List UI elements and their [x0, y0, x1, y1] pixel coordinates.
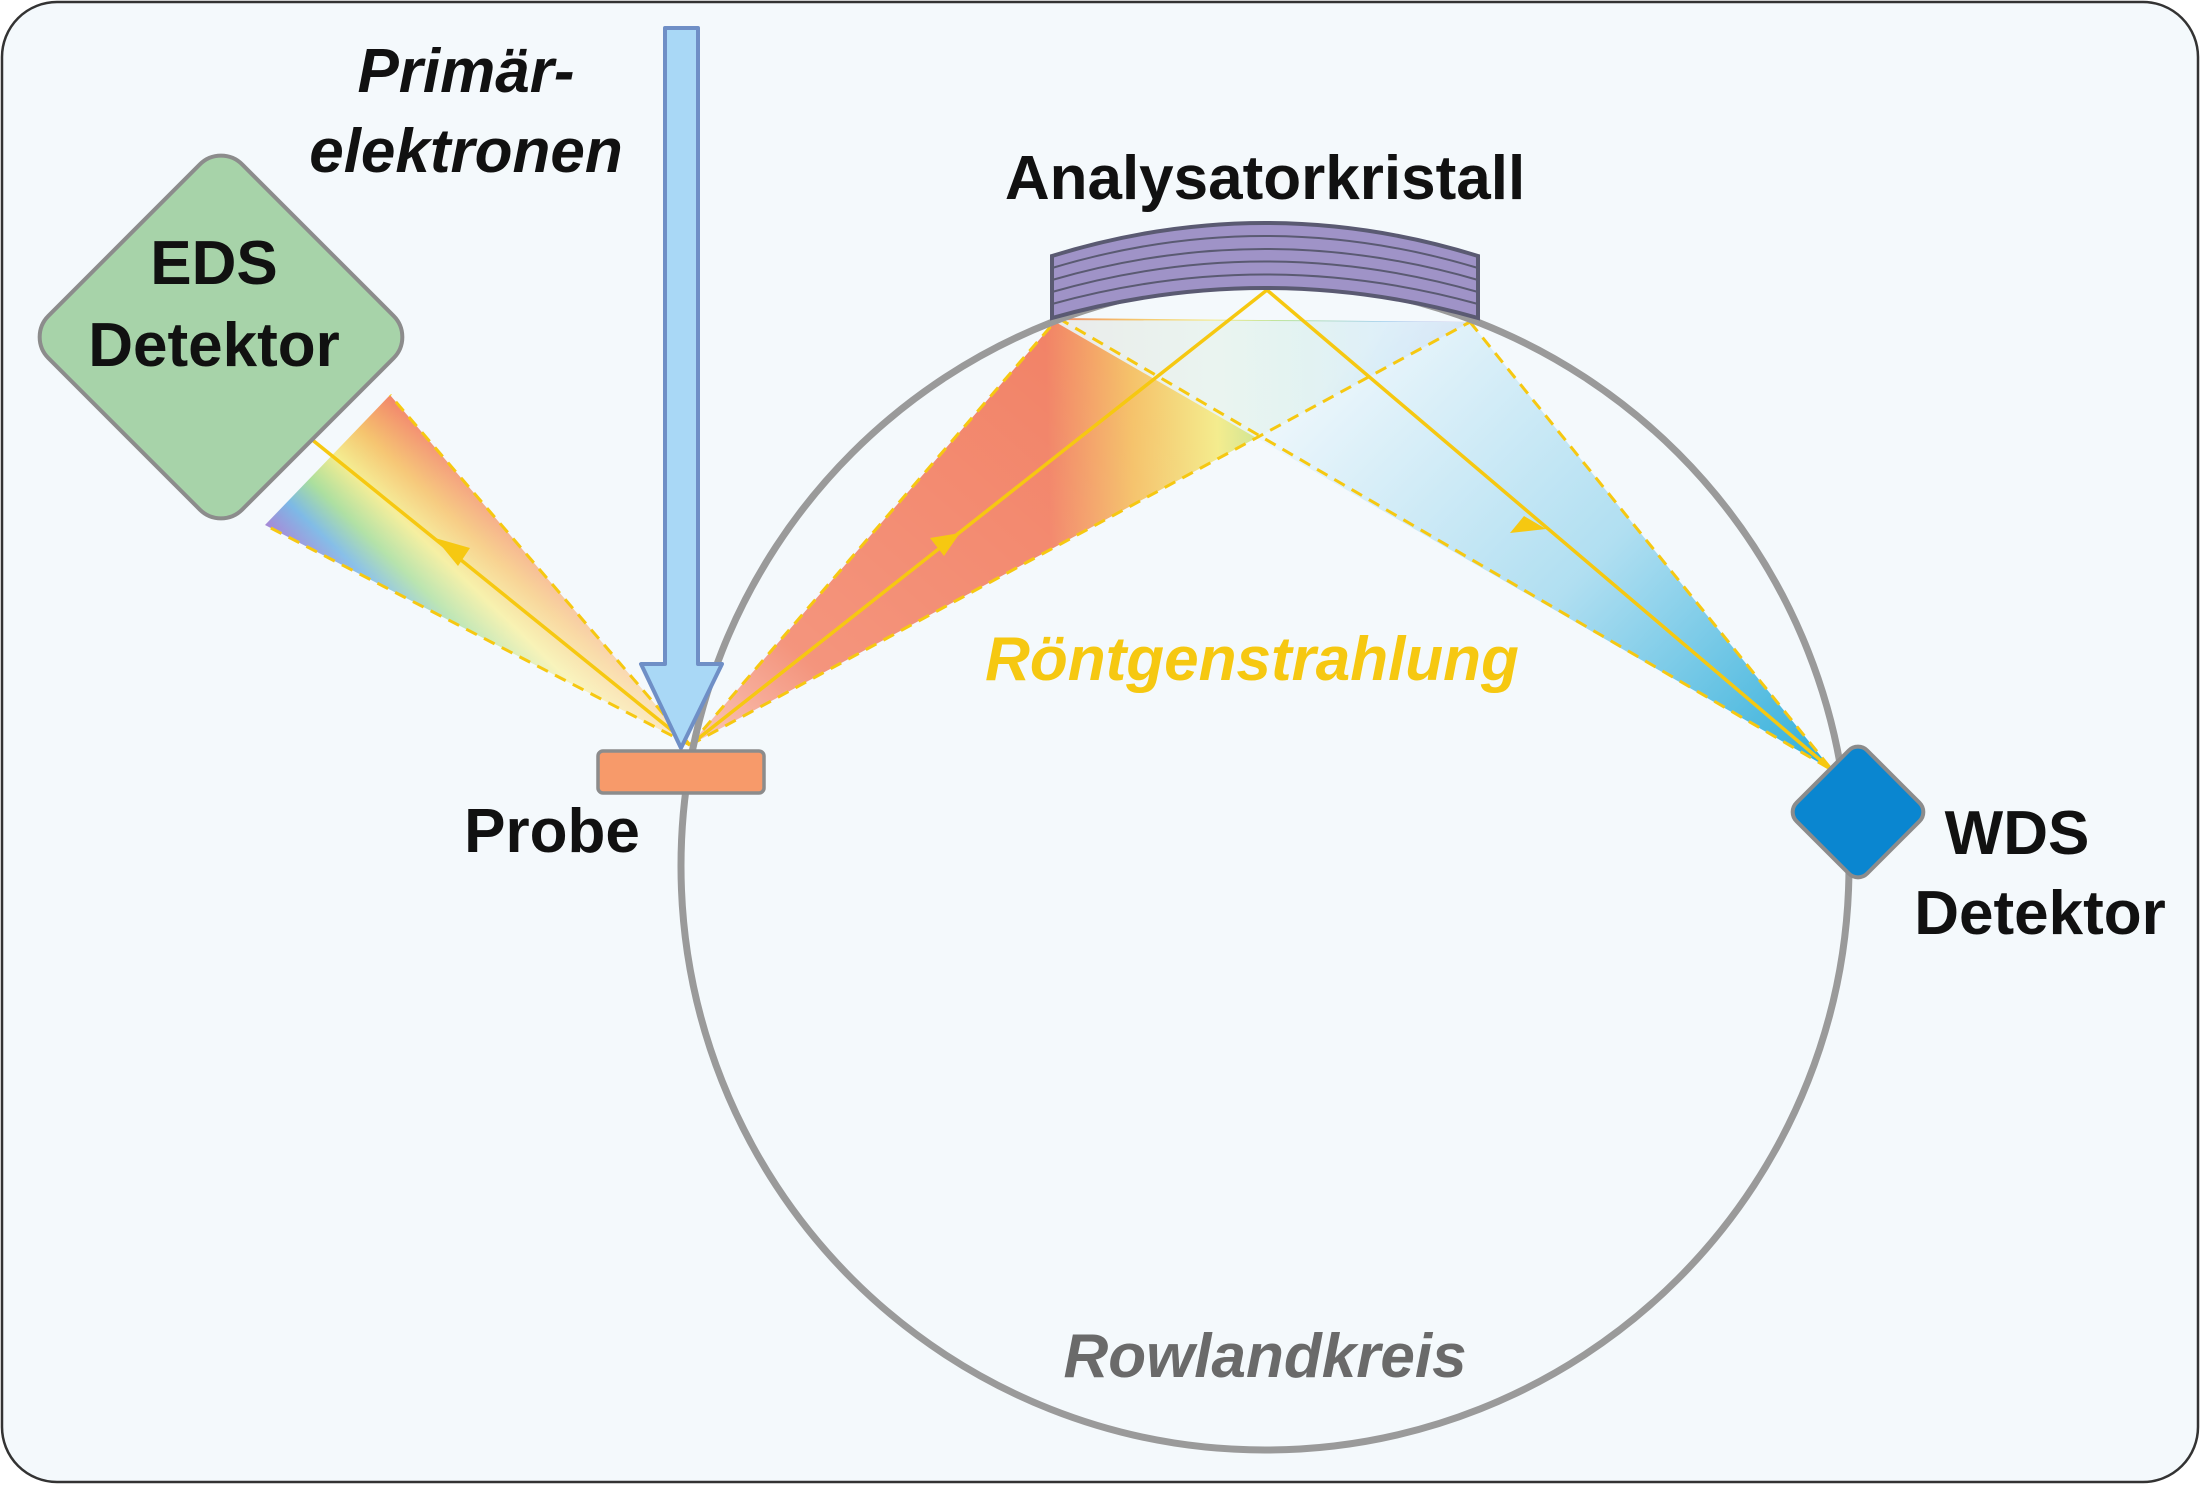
crystal-central-ray-out: [1265, 288, 1834, 772]
eds-label-line1: EDS: [150, 229, 277, 298]
eds-label-line2: Detektor: [88, 311, 340, 380]
crystal-cone-edge-left: [688, 317, 1060, 746]
xray-label: Röntgenstrahlung: [985, 625, 1519, 694]
rowland-circle-label: Rowlandkreis: [1063, 1322, 1466, 1391]
wds-cone-edge-left: [1057, 316, 1833, 772]
sample-label: Probe: [464, 797, 640, 866]
primary-electron-beam-icon: [639, 26, 724, 750]
wds-ray-arrow-icon: [1510, 516, 1546, 533]
primary-electrons-label-line2: elektronen: [309, 117, 623, 186]
wds-detector-icon: [1790, 744, 1926, 880]
primary-electrons-label-line1: Primär-: [357, 37, 574, 106]
wds-label-line2: Detektor: [1914, 879, 2166, 948]
crystal-central-ray-in: [688, 288, 1269, 747]
wds-label-line1: WDS: [1945, 799, 2090, 868]
analyzer-crystal-icon: [1050, 221, 1480, 321]
sample-icon: [596, 749, 766, 795]
analyzer-crystal-label: Analysatorkristall: [1005, 144, 1525, 213]
eds-detector-icon: [37, 153, 405, 521]
eds-cone-edge-upper: [388, 394, 692, 746]
crystal-ray-arrow-icon: [930, 533, 960, 556]
eds-ray-arrow-icon: [435, 538, 470, 566]
eds-central-ray: [308, 436, 692, 747]
wds-cone-edge-right: [1468, 321, 1834, 771]
crystal-cone-edge-right: [689, 320, 1471, 747]
